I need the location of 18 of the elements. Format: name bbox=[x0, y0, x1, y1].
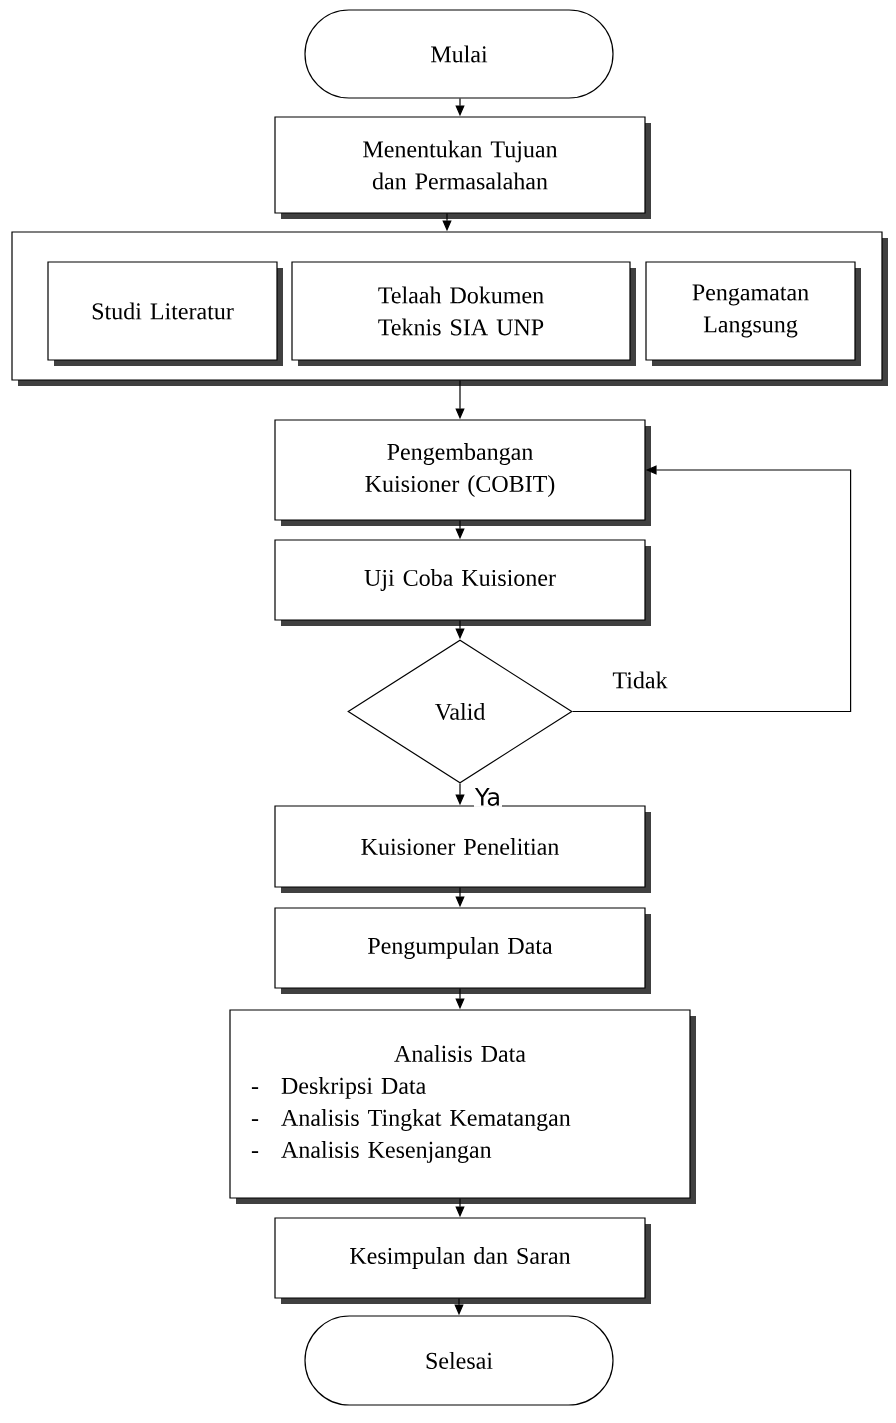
process-box: Kesimpulan dan Saran bbox=[274, 1217, 651, 1304]
edge-label: Ya bbox=[473, 787, 503, 807]
list-dash: - bbox=[251, 1151, 259, 1153]
process-box: Uji Coba Kuisioner bbox=[274, 539, 651, 626]
process-box: Telaah Dokumen Teknis SIA UNP bbox=[291, 261, 636, 366]
process-box: Pengumpulan Data bbox=[274, 907, 651, 994]
process-box: Analisis Data - Deskripsi Data - Analisis Tingkat Kematangan - Analisis Kesenjangan bbox=[229, 1009, 696, 1204]
list-dash: - bbox=[251, 1119, 259, 1121]
arrow bbox=[572, 465, 852, 713]
end-terminal: Selesai bbox=[304, 1315, 614, 1406]
process-box: Studi Literatur bbox=[47, 261, 283, 366]
process-box: Pengembangan Kuisioner (COBIT) bbox=[274, 419, 651, 526]
process-box: Kuisioner Penelitian bbox=[274, 805, 651, 893]
list-dash: - bbox=[251, 1087, 259, 1089]
edge-label: Tidak bbox=[611, 670, 669, 690]
start-terminal: Mulai bbox=[304, 9, 614, 99]
process-box: Pengamatan Langsung bbox=[645, 261, 861, 366]
process-box: Menentukan Tujuan dan Permasalahan bbox=[274, 116, 651, 219]
